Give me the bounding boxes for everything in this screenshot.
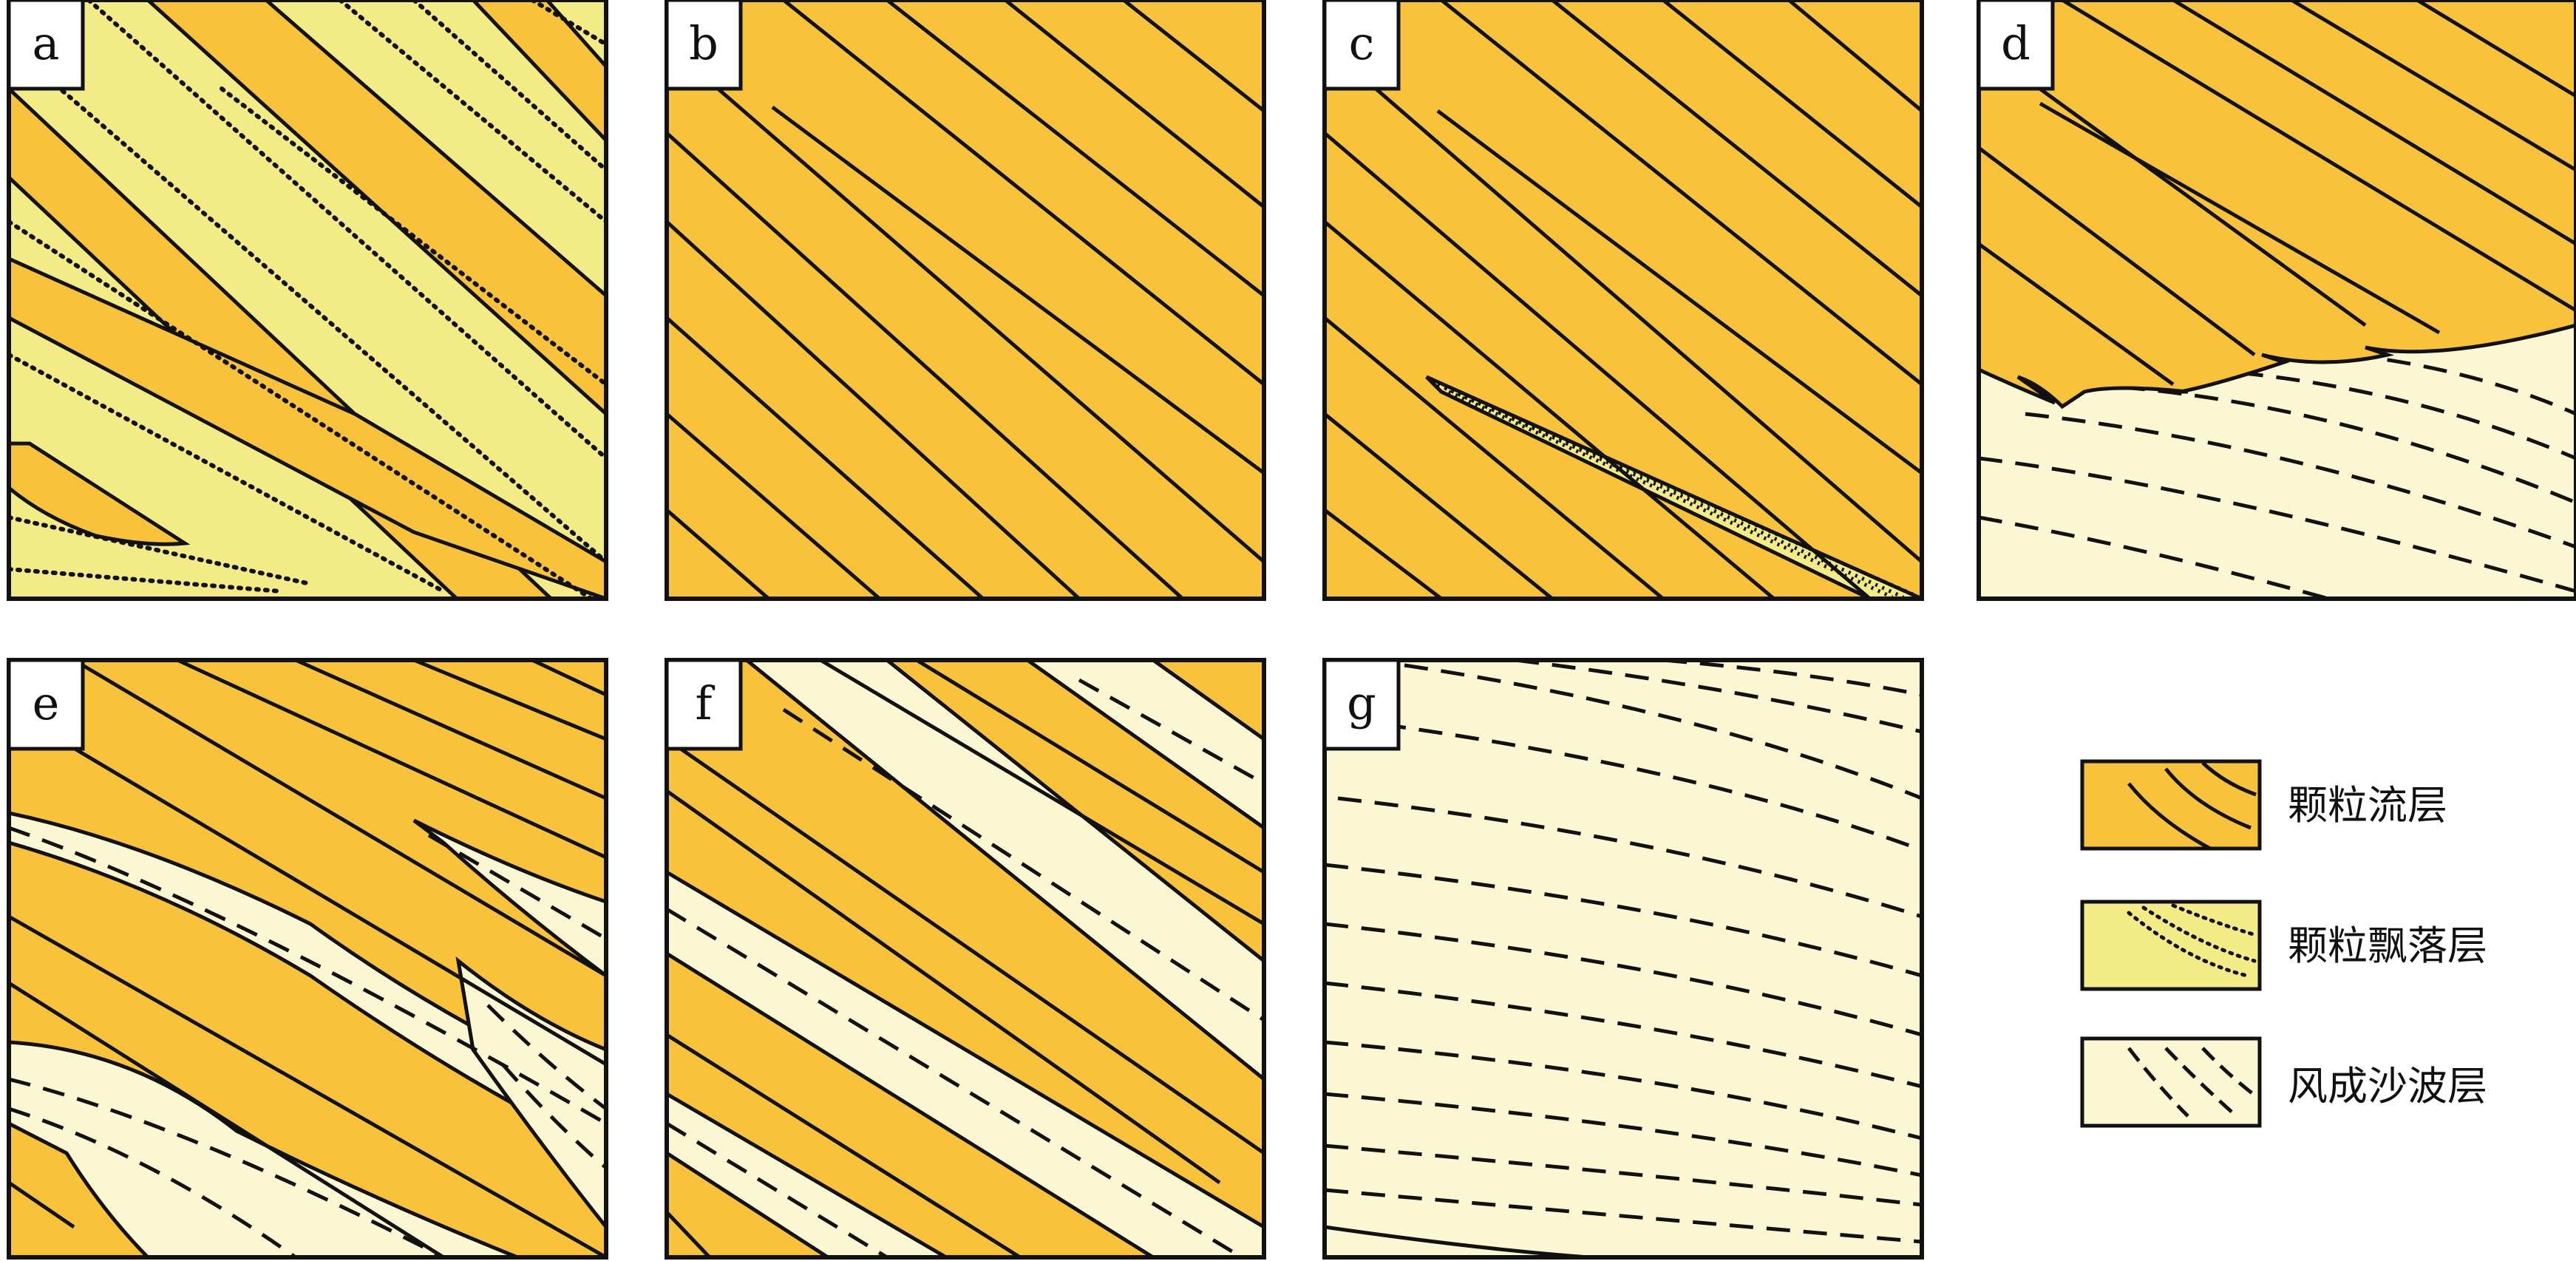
panel-f-wind-ripple-bands bbox=[667, 660, 1264, 1257]
panel-g-label-box: g bbox=[1322, 658, 1401, 751]
legend-item-grainfall: 颗粒飘落层 bbox=[2080, 900, 2487, 991]
panel-g-border bbox=[1322, 658, 1924, 1260]
panel-f: f bbox=[665, 658, 1266, 1260]
panel-g-label: g bbox=[1347, 676, 1376, 730]
legend: 颗粒流层 颗粒飘落层 风成沙波层 bbox=[2080, 759, 2487, 1128]
legend-solid-lines-icon bbox=[2127, 761, 2257, 851]
panel-a: a bbox=[7, 0, 608, 601]
panel-a-label: a bbox=[33, 16, 60, 70]
panel-c-label: c bbox=[1349, 16, 1375, 70]
panel-f-grainflow-laminae bbox=[667, 660, 1264, 1257]
panel-f-label-box: f bbox=[665, 658, 743, 751]
panel-a-label-box: a bbox=[7, 0, 85, 91]
panel-e-border bbox=[7, 658, 608, 1260]
legend-item-wind-ripple: 风成沙波层 bbox=[2080, 1036, 2487, 1128]
panel-d-label: d bbox=[2001, 16, 2030, 70]
panel-d-border bbox=[1977, 0, 2576, 601]
panel-g-wind-ripple-laminae bbox=[1325, 660, 1922, 1244]
panel-a-dotted-laminae bbox=[9, 0, 606, 599]
legend-dotted-lines-icon bbox=[2127, 903, 2258, 978]
panel-b-grainflow-laminae bbox=[667, 0, 1264, 599]
panel-e-label: e bbox=[33, 676, 60, 730]
panel-b-border bbox=[665, 0, 1266, 601]
legend-label-grainflow: 颗粒流层 bbox=[2288, 782, 2447, 829]
panel-d-wind-ripple-laminae bbox=[1979, 353, 2576, 599]
panel-b-label-box: b bbox=[665, 0, 743, 91]
panel-b-background bbox=[667, 0, 1264, 599]
panel-c: c bbox=[1322, 0, 1924, 601]
panel-g: g bbox=[1322, 658, 1924, 1260]
legend-swatch-grainfall bbox=[2080, 900, 2262, 991]
panel-b-label: b bbox=[689, 16, 718, 70]
panel-b: b bbox=[665, 0, 1266, 601]
legend-dashed-lines-icon bbox=[2127, 1047, 2254, 1118]
panel-e-grainflow-laminae bbox=[9, 660, 606, 1257]
legend-label-grainfall: 颗粒飘落层 bbox=[2288, 922, 2487, 969]
legend-item-grainflow: 颗粒流层 bbox=[2080, 759, 2447, 851]
panel-g-base-line bbox=[1325, 1225, 1590, 1257]
legend-label-wind-ripple: 风成沙波层 bbox=[2288, 1063, 2487, 1109]
panel-d-grainflow-body bbox=[1979, 0, 2576, 409]
panel-c-background bbox=[1325, 0, 1922, 599]
panel-d-grainflow-laminae bbox=[1979, 0, 2576, 387]
panel-c-grainflow-laminae bbox=[1325, 0, 1922, 599]
panel-e: e bbox=[7, 658, 608, 1260]
panel-c-grainfall-lens bbox=[1425, 375, 1922, 599]
panel-e-wind-ripple-laminae bbox=[9, 826, 606, 1257]
panel-a-border bbox=[7, 0, 608, 601]
panel-e-label-box: e bbox=[7, 658, 85, 751]
panel-c-border bbox=[1322, 0, 1924, 601]
panel-f-wind-ripple-laminae bbox=[667, 678, 1264, 1257]
panel-g-background bbox=[1325, 660, 1922, 1257]
panel-f-border bbox=[665, 658, 1266, 1260]
panel-c-label-box: c bbox=[1322, 0, 1401, 91]
panel-f-label: f bbox=[696, 676, 716, 730]
panel-d: d bbox=[1977, 0, 2576, 601]
panel-d-label-box: d bbox=[1977, 0, 2055, 91]
panel-e-wind-ripple-lenses bbox=[9, 811, 606, 1257]
